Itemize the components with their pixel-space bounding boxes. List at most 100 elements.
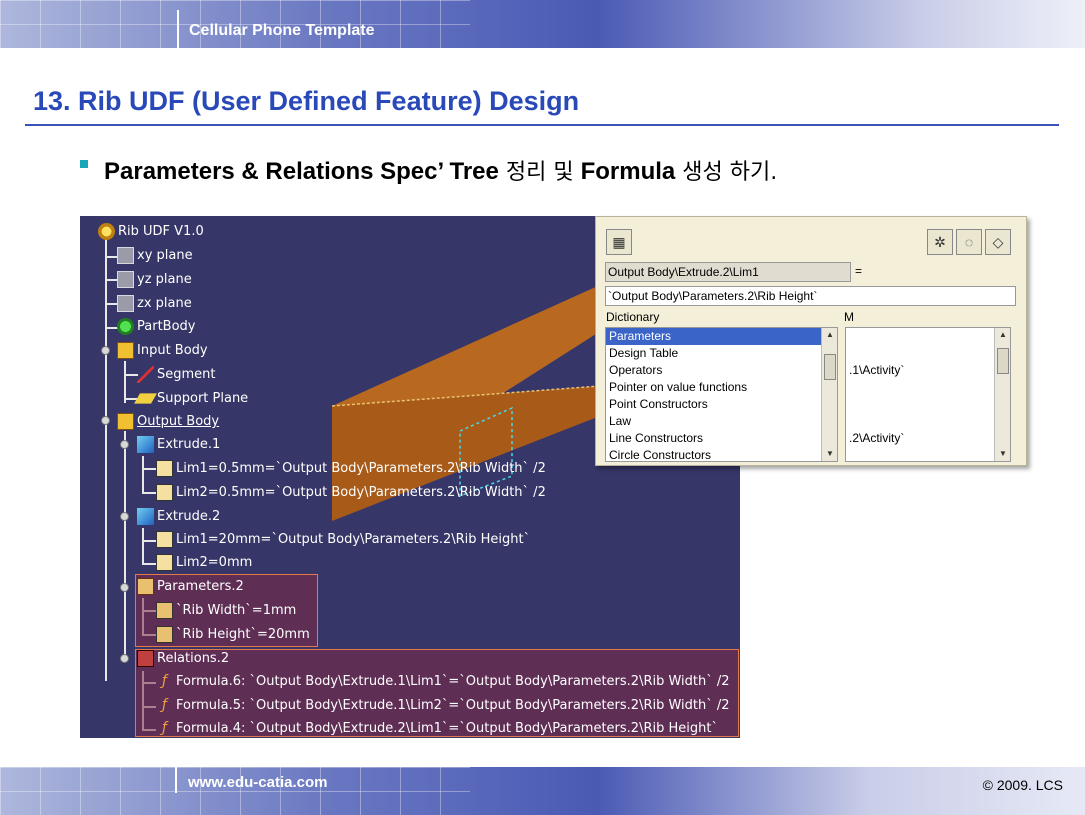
rib-plate-face <box>332 386 600 521</box>
tree-node-e1-lim2[interactable]: Lim2=0.5mm=`Output Body\Parameters.2\Rib… <box>156 482 546 504</box>
dictionary-item[interactable]: Law <box>609 414 632 428</box>
formula-target-field: Output Body\Extrude.2\Lim1 <box>605 262 851 282</box>
parameter-icon <box>156 554 173 571</box>
tree-node-support-plane[interactable]: Support Plane <box>134 388 249 410</box>
tree-node-parameters-label: Parameters.2 <box>157 579 244 594</box>
tree-node-xy-plane[interactable]: xy plane <box>117 245 193 267</box>
formula-fx-icon: ƒ <box>162 697 167 713</box>
tree-node-input-body[interactable]: Input Body <box>117 340 208 362</box>
footer-copyright: © 2009. LCS <box>982 777 1063 793</box>
footer-divider <box>175 767 177 793</box>
scroll-up-arrow-icon[interactable]: ▲ <box>826 330 834 339</box>
tree-node-extrude2[interactable]: Extrude.2 <box>137 506 220 528</box>
header-title: Cellular Phone Template <box>189 22 375 39</box>
tree-node-yz-plane[interactable]: yz plane <box>117 269 192 291</box>
plane-icon <box>117 271 134 288</box>
tree-node-partbody[interactable]: PartBody <box>117 316 195 338</box>
expand-toggle-parameters[interactable] <box>120 583 129 592</box>
tree-node-e2-lim2[interactable]: Lim2=0mm <box>156 552 252 574</box>
tree-node-relations[interactable]: Relations.2 <box>137 648 229 670</box>
tree-hline <box>142 492 156 494</box>
tree-hline <box>105 327 119 329</box>
member-item[interactable] <box>846 396 1010 413</box>
formula-input[interactable]: `Output Body\Parameters.2\Rib Height` <box>605 286 1016 306</box>
footer-site-link[interactable]: www.edu-catia.com <box>188 774 328 791</box>
dictionary-item[interactable]: Parameters <box>606 328 837 345</box>
udf-gear-icon <box>98 223 115 240</box>
bullet-icon <box>80 160 88 168</box>
tree-trunk <box>105 236 107 681</box>
header-pattern <box>0 0 470 48</box>
tree-node-output-body[interactable]: Output Body <box>117 411 219 433</box>
relations-highlight <box>135 649 739 737</box>
eraser-icon[interactable]: ◇ <box>985 229 1011 255</box>
extrude-icon <box>137 436 154 453</box>
tree-node-segment[interactable]: Segment <box>137 364 216 386</box>
member-item[interactable]: .1\Activity` <box>849 363 905 377</box>
formula-fx-icon: ƒ <box>162 673 167 689</box>
tree-node-formula6[interactable]: ƒ Formula.6: `Output Body\Extrude.1\Lim1`… <box>156 671 730 693</box>
scroll-thumb[interactable] <box>997 348 1009 374</box>
tree-hline <box>105 303 119 305</box>
dictionary-item[interactable]: Line Constructors <box>609 431 704 445</box>
expand-toggle-output-body[interactable] <box>101 416 110 425</box>
tree-node-rib-height[interactable]: `Rib Height`=20mm <box>156 624 310 646</box>
footer-banner: www.edu-catia.com © 2009. LCS <box>0 767 1085 815</box>
tree-node-formula5[interactable]: ƒ Formula.5: `Output Body\Extrude.1\Lim2`… <box>156 695 730 717</box>
tree-node-rib-width-label: `Rib Width`=1mm <box>176 603 297 618</box>
scroll-down-arrow-icon[interactable]: ▼ <box>826 449 834 458</box>
dictionary-item[interactable]: Operators <box>609 363 663 377</box>
spec-tree: Rib UDF V1.0 xy plane yz plane zx plane … <box>80 216 740 738</box>
title-rule <box>25 124 1059 126</box>
comment-icon[interactable]: ◌ <box>956 229 982 255</box>
subtitle-part1: Parameters & Relations Spec’ Tree <box>104 158 499 185</box>
tree-node-e2-lim1[interactable]: Lim1=20mm=`Output Body\Parameters.2\Rib … <box>156 529 530 551</box>
member-item[interactable]: .2\Activity` <box>849 431 905 445</box>
tree-node-formula6-label: Formula.6: `Output Body\Extrude.1\Lim1`=… <box>176 674 730 689</box>
tree-node-e1-lim1[interactable]: Lim1=0.5mm=`Output Body\Parameters.2\Rib… <box>156 458 546 480</box>
tree-node-segment-label: Segment <box>157 367 216 382</box>
support-plane-icon <box>134 393 157 404</box>
expand-toggle-input-body[interactable] <box>101 346 110 355</box>
expand-toggle-extrude2[interactable] <box>120 512 129 521</box>
tree-node-rib-width[interactable]: `Rib Width`=1mm <box>156 600 296 622</box>
member-item[interactable] <box>846 447 1010 461</box>
tree-node-extrude2-label: Extrude.2 <box>157 509 221 524</box>
tree-node-e1-lim2-label: Lim2=0.5mm=`Output Body\Parameters.2\Rib… <box>176 485 546 500</box>
member-item[interactable] <box>846 345 1010 362</box>
scroll-down-arrow-icon[interactable]: ▼ <box>999 449 1007 458</box>
dictionary-item[interactable]: Design Table <box>609 346 679 360</box>
dictionary-list[interactable]: Parameters Design Table Operators Pointe… <box>605 327 838 462</box>
members-scrollbar[interactable]: ▲ ▼ <box>994 328 1010 461</box>
dictionary-item[interactable]: Point Constructors <box>609 397 708 411</box>
tree-node-output-body-label: Output Body <box>137 414 220 429</box>
tree-node-formula5-label: Formula.5: `Output Body\Extrude.1\Lim2`=… <box>176 698 730 713</box>
output-body-branch <box>124 431 126 656</box>
parameter-icon <box>156 602 173 619</box>
plane-icon <box>117 247 134 264</box>
expand-toggle-extrude1[interactable] <box>120 440 129 449</box>
tree-node-rib-height-label: `Rib Height`=20mm <box>176 627 310 642</box>
dictionary-scrollbar[interactable]: ▲ ▼ <box>821 328 837 461</box>
tree-node-xy-label: xy plane <box>137 248 193 263</box>
tree-node-parameters[interactable]: Parameters.2 <box>137 576 244 598</box>
tree-node-zx-plane[interactable]: zx plane <box>117 293 192 315</box>
members-list[interactable]: .1\Activity` .2\Activity` ▲ ▼ <box>845 327 1011 462</box>
find-icon[interactable]: ✲ <box>927 229 953 255</box>
dictionary-item[interactable]: Pointer on value functions <box>609 380 748 394</box>
scroll-thumb[interactable] <box>824 354 836 380</box>
member-item[interactable] <box>846 413 1010 430</box>
members-label: M <box>844 310 854 324</box>
dictionary-item[interactable]: Circle Constructors <box>609 448 712 462</box>
tree-node-root[interactable]: Rib UDF V1.0 <box>98 221 204 243</box>
tree-node-relations-label: Relations.2 <box>157 651 230 666</box>
tree-node-support-plane-label: Support Plane <box>157 391 249 406</box>
scroll-up-arrow-icon[interactable]: ▲ <box>999 330 1007 339</box>
member-item[interactable] <box>846 328 1010 345</box>
member-item[interactable] <box>846 379 1010 396</box>
tree-node-extrude1[interactable]: Extrude.1 <box>137 434 220 456</box>
partbody-gear-icon <box>117 318 134 335</box>
expand-toggle-relations[interactable] <box>120 654 129 663</box>
formula-toolbar-icon[interactable]: ▦ <box>606 229 632 255</box>
